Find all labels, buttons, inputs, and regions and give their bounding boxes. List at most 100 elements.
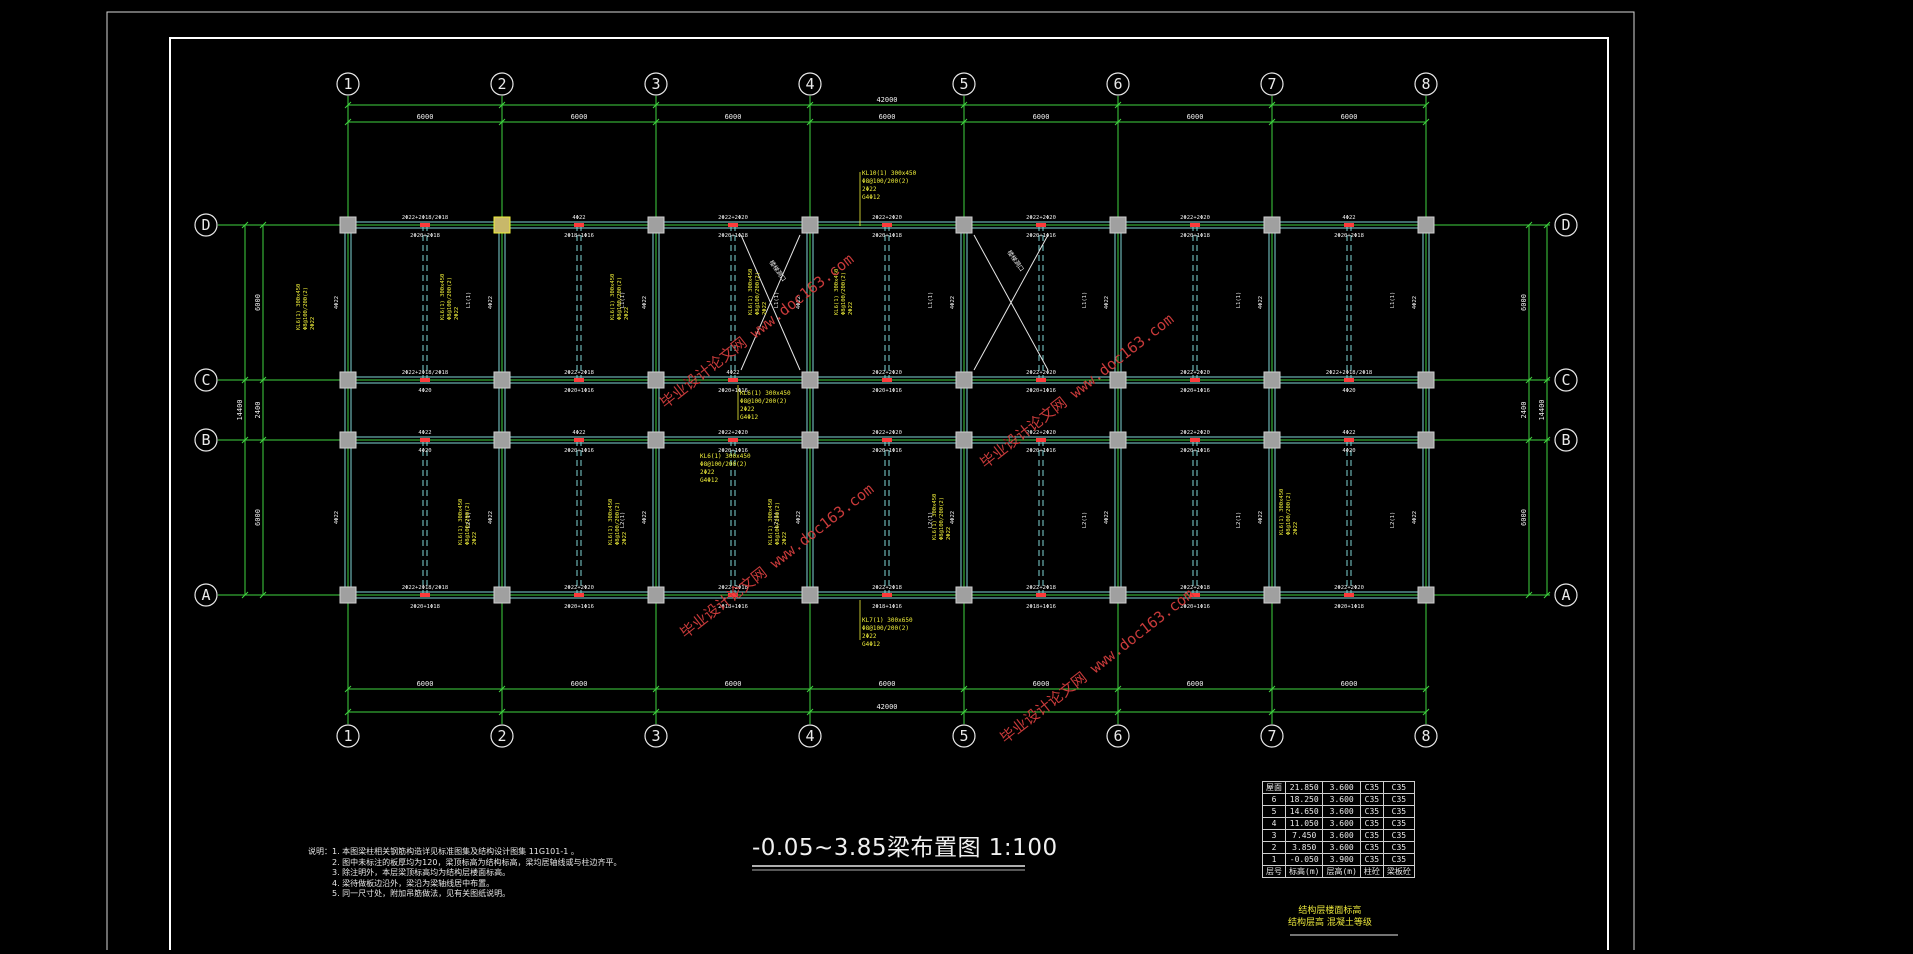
axis-bubble-bottom-circle [490, 724, 514, 748]
beam-label-vertical: 4Φ22 [642, 296, 648, 309]
column [647, 431, 665, 449]
dim-text-total: 42000 [876, 96, 897, 104]
dim-tick [259, 436, 267, 444]
dim-text-total: 42000 [876, 703, 897, 711]
dim-tick [241, 591, 249, 599]
hanger-mark [728, 378, 738, 382]
table-cell: 3.600 [1322, 781, 1361, 794]
table-cell: 3.850 [1284, 841, 1324, 854]
beam-label: 2Φ22+2Φ20 [718, 215, 748, 221]
callout-rotated: 2Φ22 [310, 317, 316, 330]
axis-bubble-right: B [1561, 431, 1570, 449]
callout-top: G4Φ12 [862, 194, 880, 201]
axis-bubble-top-circle [490, 72, 514, 96]
callout-mid: KL6(1) 300x450 [700, 453, 751, 460]
secondary-beam-label: L1(1) [928, 292, 934, 309]
callout-rotated: Φ8@100/200(2) [1286, 492, 1292, 535]
table-cell: -0.050 [1284, 853, 1324, 866]
secondary-beam-label: L2(1) [774, 512, 780, 529]
hanger-mark [1190, 593, 1200, 597]
beam-label-vertical: 4Φ22 [1104, 511, 1110, 524]
beam-label-vertical: 4Φ22 [488, 296, 494, 309]
hanger-mark [1190, 223, 1200, 227]
note-line: 4. 梁待做板边沿外，梁沿为梁轴线居中布置。 [332, 878, 495, 888]
table-cell: C35 [1382, 805, 1415, 818]
hanger-mark [574, 593, 584, 597]
column [647, 216, 665, 234]
callout-bottom: 2Φ22 [862, 633, 877, 640]
beam-label: 4Φ22 [572, 430, 585, 436]
axis-bubble-bottom: 8 [1421, 727, 1430, 745]
callout-bottom: G4Φ12 [862, 641, 880, 648]
hanger-mark [1036, 378, 1046, 382]
secondary-beam-label: L1(1) [1082, 292, 1088, 309]
dim-text-bay: 2400 [254, 402, 262, 419]
beam-label: 2Φ20+1Φ16 [1026, 448, 1056, 454]
dim-text-bay: 6000 [417, 113, 434, 121]
secondary-beam-label: L2(1) [928, 512, 934, 529]
hanger-mark [728, 438, 738, 442]
design-notes: 说明：1. 本图梁柱相关钢筋构造详见标准图集及结构设计图集 11G101-1 。… [308, 847, 621, 900]
beam-label: 2Φ22+2Φ20 [1026, 215, 1056, 221]
beam-label: 2Φ22+2Φ18/2Φ18 [402, 585, 448, 591]
axis-bubble-left: C [201, 371, 210, 389]
hanger-mark [1344, 378, 1354, 382]
axis-bubble-top: 8 [1421, 75, 1430, 93]
table-cell: 3.600 [1322, 805, 1361, 818]
callout-rotated: KL6(1) 300x450 [932, 494, 938, 540]
column [1263, 216, 1281, 234]
beam-label: 2Φ22+2Φ20 [718, 430, 748, 436]
dim-tick [241, 376, 249, 384]
dim-tick [1422, 118, 1430, 126]
hanger-mark [728, 593, 738, 597]
secondary-beam-label: L2(1) [1082, 512, 1088, 529]
dim-tick [1114, 118, 1122, 126]
table-cell: C35 [1382, 841, 1415, 854]
axis-bubble-top: 5 [959, 75, 968, 93]
callout-rotated: Φ8@100/200(2) [939, 497, 945, 540]
dim-tick [806, 101, 814, 109]
dim-tick [344, 708, 352, 716]
axis-bubble-right: D [1561, 216, 1570, 234]
beam-label: 2Φ22+2Φ18 [872, 585, 902, 591]
table-cell: 柱砼 [1359, 865, 1384, 878]
beam-label: 2Φ22+2Φ18/2Φ18 [1326, 370, 1372, 376]
axis-bubble-top-circle [644, 72, 668, 96]
callout-rotated: KL6(1) 300x450 [768, 499, 774, 545]
dim-tick [960, 118, 968, 126]
beam-label: 2Φ20+1Φ16 [1180, 604, 1210, 610]
beam-label-vertical: 4Φ22 [796, 296, 802, 309]
hanger-mark [574, 438, 584, 442]
table-cell: 3.900 [1322, 853, 1361, 866]
beam-label: 2Φ20+1Φ16 [564, 448, 594, 454]
table-row: 层号标高(m)层高(m)柱砼梁板砼 [1262, 865, 1415, 878]
secondary-beam-label: L2(1) [1390, 512, 1396, 529]
axis-bubble-top: 1 [343, 75, 352, 93]
beam-label: 4Φ20 [418, 448, 431, 454]
dim-text-bay: 2400 [1520, 402, 1528, 419]
table-cell: 层高(m) [1322, 865, 1361, 878]
beam-label: 2Φ20+1Φ18 [1334, 604, 1364, 610]
note-line: 说明：1. 本图梁柱相关钢筋构造详见标准图集及结构设计图集 11G101-1 。 [308, 847, 579, 856]
beam-label-vertical: 4Φ22 [642, 511, 648, 524]
callout-rotated: 2Φ22 [762, 302, 768, 315]
table-cell: C35 [1382, 829, 1415, 842]
column [801, 216, 819, 234]
dim-tick [806, 685, 814, 693]
hanger-mark [420, 593, 430, 597]
watermark: 毕业设计论文网 www.doc163.com [977, 310, 1178, 472]
dim-text-bay: 6000 [1187, 113, 1204, 121]
table-cell: 7.450 [1284, 829, 1324, 842]
column [339, 586, 357, 604]
axis-bubble-bottom-circle [1106, 724, 1130, 748]
dim-text-bay: 6000 [1033, 680, 1050, 688]
beam-label: 2Φ20+1Φ16 [718, 388, 748, 394]
beam-label: 2Φ18+1Φ16 [1026, 604, 1056, 610]
beam-label: 4Φ22 [1342, 215, 1355, 221]
callout-rotated: 2Φ22 [624, 307, 630, 320]
secondary-beam-label: L1(1) [1390, 292, 1396, 309]
hanger-mark [1190, 438, 1200, 442]
